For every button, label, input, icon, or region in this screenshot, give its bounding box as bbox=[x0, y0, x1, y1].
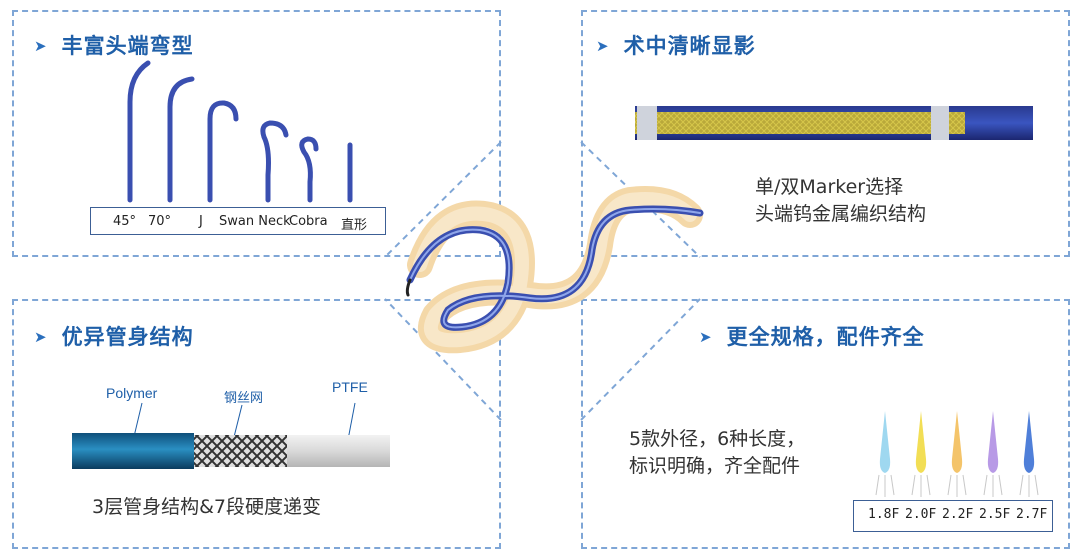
specs-description: 5款外径，6种长度， 标识明确，齐全配件 bbox=[629, 426, 805, 480]
marker-catheter-illustration bbox=[635, 106, 1033, 140]
accessory-tip-lines bbox=[875, 474, 895, 497]
accessory-tip-icon bbox=[879, 411, 891, 473]
marker-band-1 bbox=[637, 106, 657, 140]
shaft-layers-illustration bbox=[72, 402, 390, 469]
tip-shapes-illustration bbox=[127, 60, 353, 203]
desc-line: 头端钨金属编织结构 bbox=[755, 203, 927, 225]
arrow-bullet-icon: ➤ bbox=[34, 37, 48, 55]
accessory-tip-icon bbox=[987, 411, 999, 473]
accessory-tip-lines bbox=[911, 474, 931, 497]
tip-label: 45° bbox=[113, 214, 137, 229]
tip-labels-box: 45° 70° J Swan Neck Cobra 直形 bbox=[90, 207, 386, 235]
layer-label-ptfe: PTFE bbox=[332, 379, 368, 395]
size-label: 1.8F bbox=[868, 507, 900, 522]
accessory-tip-icon bbox=[1023, 411, 1035, 473]
size-label: 2.2F bbox=[942, 507, 974, 522]
arrow-bullet-icon: ➤ bbox=[34, 328, 48, 346]
desc-line: 单/双Marker选择 bbox=[755, 176, 904, 198]
polymer-layer bbox=[72, 433, 194, 469]
layer-label-steel-mesh: 钢丝网 bbox=[224, 390, 264, 405]
size-label: 2.7F bbox=[1016, 507, 1048, 522]
size-label: 2.0F bbox=[905, 507, 937, 522]
structure-description: 3层管身结构&7段硬度递变 bbox=[92, 496, 321, 518]
tip-j-icon bbox=[207, 100, 239, 203]
marker-band-2 bbox=[931, 106, 949, 140]
mesh-layer bbox=[192, 435, 287, 467]
accessory-tip-lines bbox=[983, 474, 1003, 497]
tip-label: Swan Neck bbox=[219, 214, 291, 229]
arrow-bullet-icon: ➤ bbox=[699, 328, 713, 346]
tip-label: J bbox=[199, 214, 203, 229]
tip-70-icon bbox=[167, 76, 195, 203]
panel-title-imaging: ➤术中清晰显影 bbox=[596, 34, 756, 58]
panel-title-tips: ➤丰富头端弯型 bbox=[34, 34, 194, 58]
panel-title-structure: ➤优异管身结构 bbox=[34, 325, 194, 349]
accessory-tip-lines bbox=[947, 474, 967, 497]
layer-label-polymer: Polymer bbox=[106, 385, 158, 401]
arrow-bullet-icon: ➤ bbox=[596, 37, 610, 55]
panel-title-specs: ➤更全规格，配件齐全 bbox=[699, 325, 925, 349]
guidewire-tip bbox=[405, 278, 412, 297]
tip-cobra-icon bbox=[299, 136, 319, 203]
tip-label: 70° bbox=[148, 214, 172, 229]
accessory-tips-illustration bbox=[875, 411, 1039, 497]
imaging-description: 单/双Marker选择 头端钨金属编织结构 bbox=[755, 174, 926, 228]
accessory-tip-lines bbox=[1019, 474, 1039, 497]
tip-label: Cobra bbox=[289, 214, 328, 229]
desc-line: 标识明确，齐全配件 bbox=[629, 455, 801, 477]
panel-tip-shapes: ➤丰富头端弯型 45° 70° J Swan Neck Cobra 直形 bbox=[12, 10, 501, 257]
tip-swan-neck-icon bbox=[260, 120, 289, 203]
size-labels-box: 1.8F 2.0F 2.2F 2.5F 2.7F bbox=[853, 500, 1053, 532]
size-label: 2.5F bbox=[979, 507, 1011, 522]
accessory-tip-icon bbox=[951, 411, 963, 473]
dragon-catheter-illustration bbox=[405, 186, 704, 354]
tip-45-icon bbox=[127, 60, 151, 203]
tip-label: 直形 bbox=[341, 218, 368, 233]
desc-line: 5款外径，6种长度， bbox=[629, 428, 806, 450]
accessory-tip-icon bbox=[915, 411, 927, 473]
